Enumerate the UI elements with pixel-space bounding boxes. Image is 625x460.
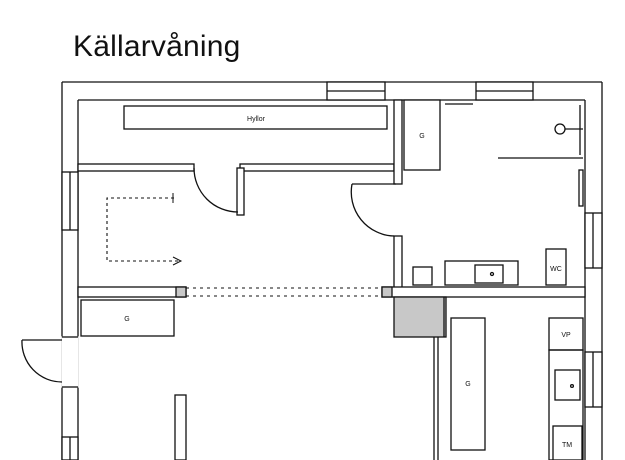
wall-opening [186,287,382,297]
label-tm: TM [562,442,572,449]
interior-wall-upper [393,99,403,185]
arrow-head-icon [172,256,183,266]
plan-title: Källarvåning [73,30,241,63]
storage-door [193,167,239,213]
shower-partition [498,105,584,207]
appliance-g-right [450,317,486,451]
window-left-lower [61,436,79,460]
window-right-upper [584,212,603,269]
middle-wall-right [381,286,586,298]
dryer [552,425,583,460]
label-shelves: Hyllor [247,116,266,123]
window-right-lower [584,351,603,408]
sink-drain-icon [489,271,495,277]
bathroom-door [350,183,396,237]
window-top-left [326,81,386,101]
middle-wall-left [77,286,187,298]
entrance-door [21,336,79,388]
outer-wall-left [61,82,79,460]
interior-wall-lower [393,235,403,289]
sink [474,264,504,284]
washer-drum-icon [569,383,575,389]
stair-wall [433,337,439,460]
laundry-column [548,349,584,460]
label-g-top: G [419,133,424,140]
laundry-box [412,266,433,286]
storage-wall [77,163,395,216]
washer [554,369,581,401]
label-wc: WC [550,266,562,273]
chimney [393,296,447,338]
label-g-right: G [465,381,470,388]
post [174,394,187,460]
appliance-g-top [403,99,441,171]
shelves [123,105,388,130]
window-top-right [475,81,534,101]
appliance-g-left [80,299,175,337]
label-g-left: G [124,316,129,323]
toilet [545,248,567,286]
window-left-upper [61,171,79,231]
walk-path-arrow [106,197,178,262]
label-vp: VP [561,332,571,339]
shower-drain-icon [554,123,566,135]
